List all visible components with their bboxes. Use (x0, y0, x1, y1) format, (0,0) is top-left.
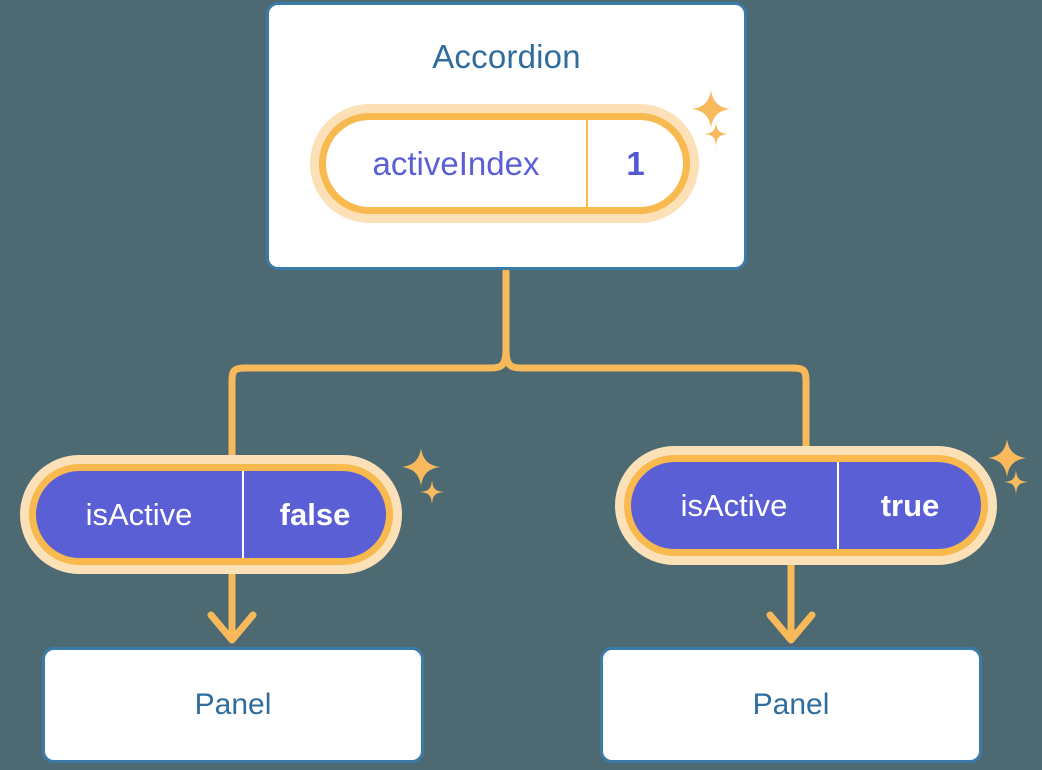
sparkle-four-point-small-icon (1002, 468, 1030, 496)
state-pill-body: isActive false (29, 464, 393, 565)
sparkle-four-point-small-icon (418, 478, 446, 506)
arrow-down-icon (207, 570, 257, 644)
sparkle-four-point-icon (400, 446, 442, 488)
state-pill-value: false (279, 496, 351, 532)
state-pill-is-active-false[interactable]: isActive false (20, 455, 402, 574)
arrow-down-icon (766, 562, 816, 644)
sparkle-four-point-icon (986, 437, 1028, 479)
state-pill-active-index[interactable]: activeIndex 1 (310, 104, 699, 223)
panel-card-right[interactable]: Panel (600, 647, 982, 763)
sparkle-four-point-small-icon (702, 120, 730, 148)
state-pill-value: true (880, 487, 940, 523)
state-pill-body: isActive true (624, 455, 988, 556)
page-title: Accordion (432, 38, 581, 75)
panel-label: Panel (194, 688, 272, 721)
panel-card-left[interactable]: Panel (42, 647, 424, 763)
state-pill-key: activeIndex (326, 120, 588, 207)
panel-label: Panel (752, 688, 830, 721)
sparkle-four-point-icon (690, 88, 732, 130)
state-pill-body: activeIndex 1 (319, 113, 690, 214)
branch-connector-icon (228, 266, 810, 467)
state-pill-value: 1 (626, 144, 645, 182)
state-pill-key: isActive (631, 462, 839, 549)
state-pill-is-active-true[interactable]: isActive true (615, 446, 997, 565)
state-pill-key: isActive (36, 471, 244, 558)
